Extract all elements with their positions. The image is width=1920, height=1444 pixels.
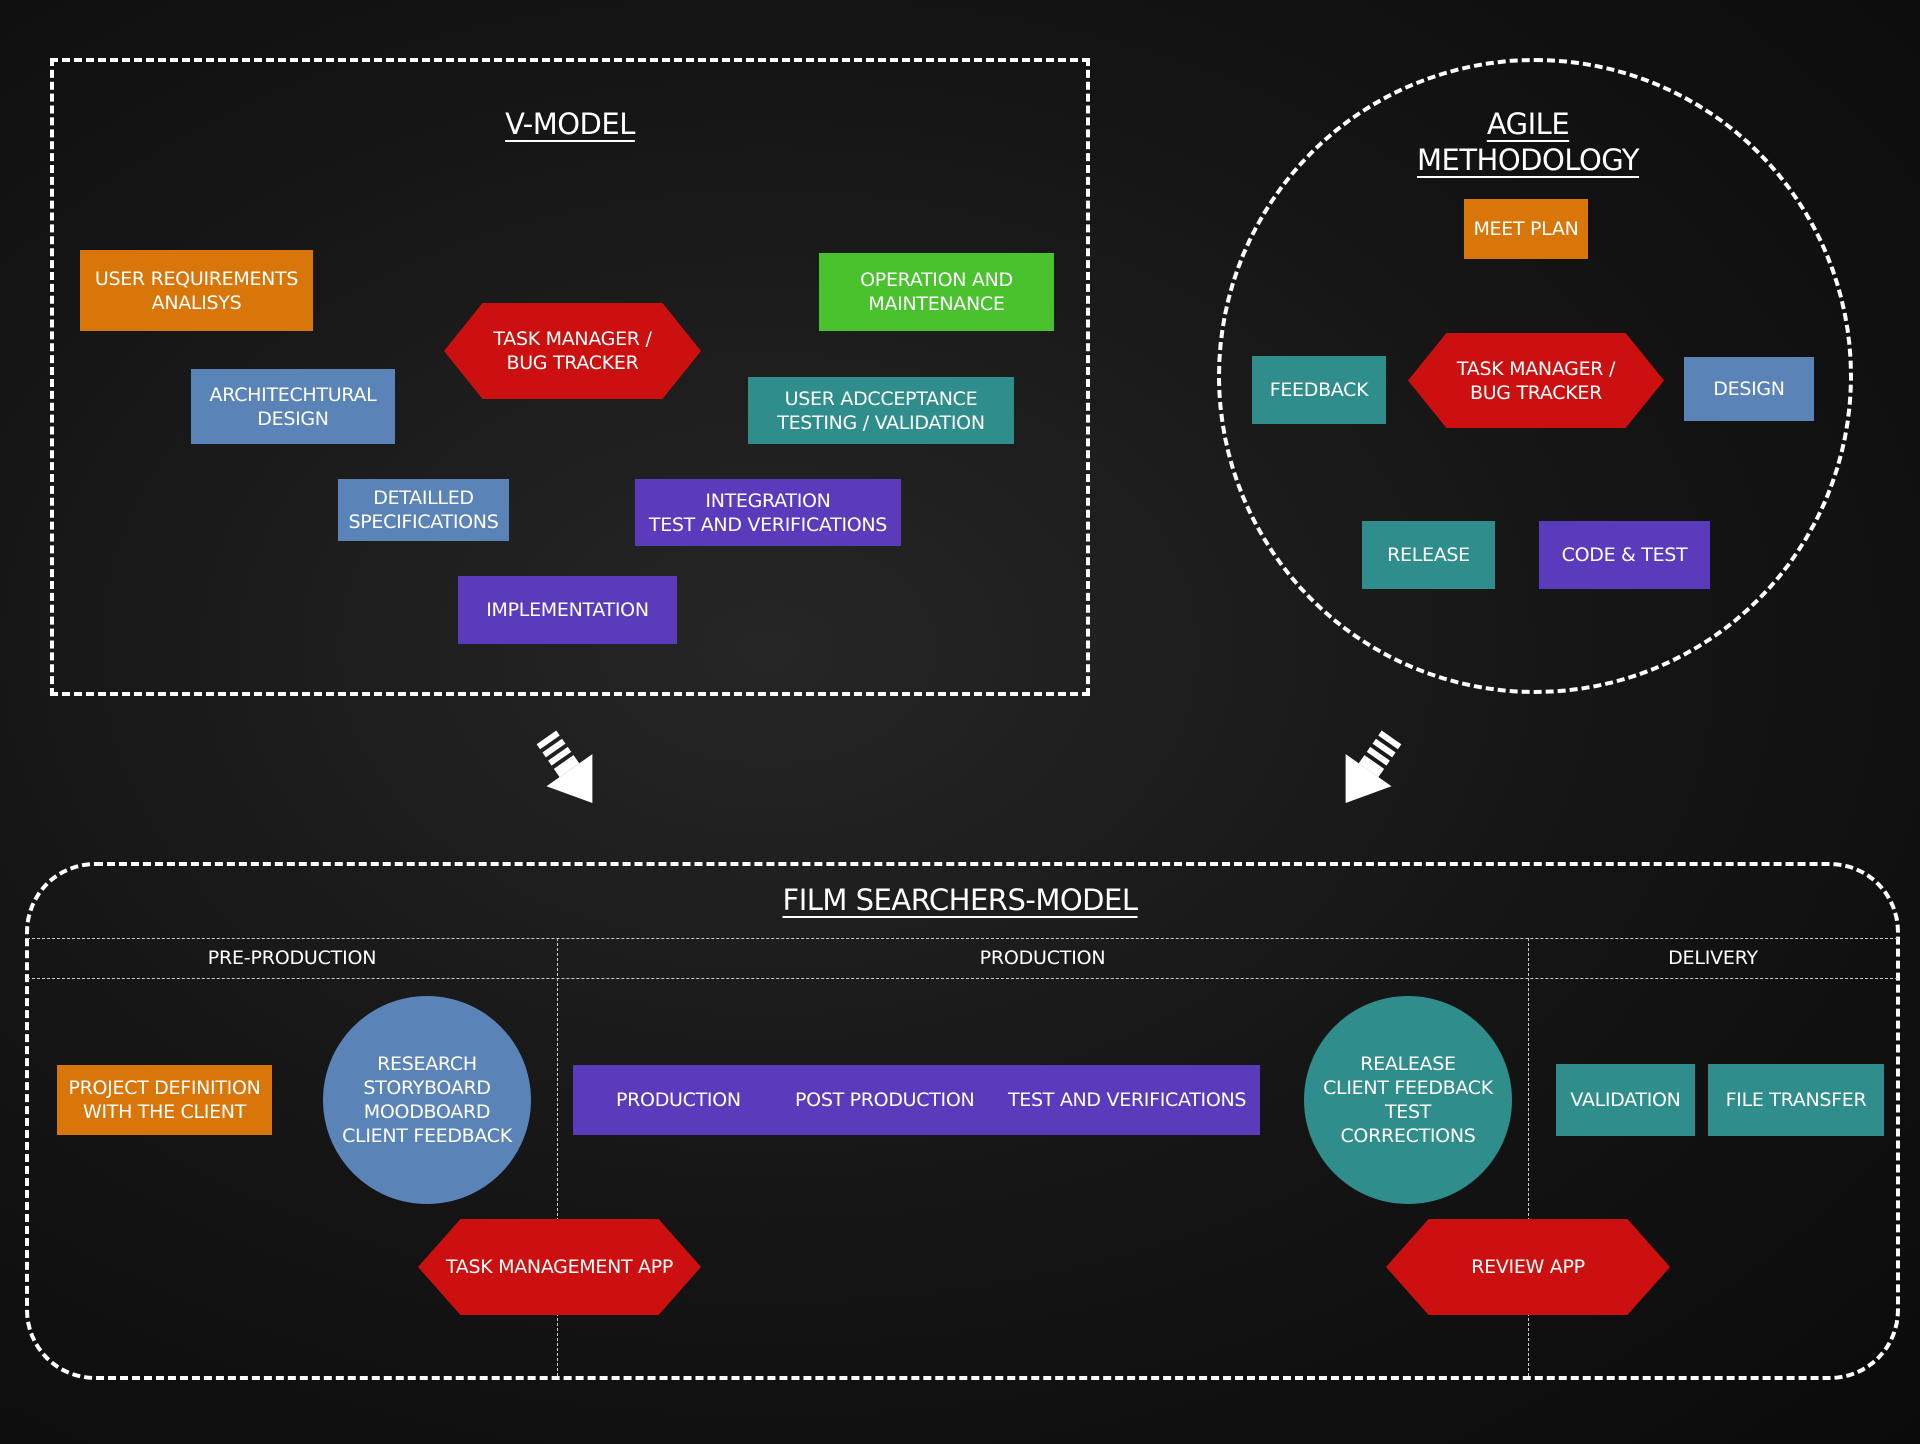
validation-box[interactable]: VALIDATION	[1556, 1064, 1695, 1136]
agile-task-manager-hexagon[interactable]: TASK MANAGER / BUG TRACKER	[1408, 333, 1664, 428]
agile-circle-frame	[1217, 58, 1853, 694]
meet-plan-box[interactable]: MEET PLAN	[1464, 199, 1588, 259]
film-model-frame	[25, 862, 1900, 1380]
film-model-title: FILM SEARCHERS-MODEL	[782, 883, 1138, 917]
review-app-hexagon[interactable]: REVIEW APP	[1386, 1219, 1670, 1315]
release-circle[interactable]: REALEASE CLIENT FEEDBACK TEST CORRECTION…	[1304, 996, 1512, 1204]
file-transfer-box[interactable]: FILE TRANSFER	[1708, 1064, 1884, 1136]
header-bottom-divider	[27, 978, 1898, 979]
column-delivery: DELIVERY	[1668, 947, 1758, 969]
column-divider-1	[557, 938, 558, 1376]
project-definition-box[interactable]: PROJECT DEFINITION WITH THE CLIENT	[57, 1065, 272, 1135]
operation-maintenance-box[interactable]: OPERATION AND MAINTENANCE	[819, 253, 1054, 331]
v-model-task-manager-hexagon[interactable]: TASK MANAGER / BUG TRACKER	[444, 303, 701, 399]
arrow-down-left-icon	[1345, 730, 1402, 803]
user-acceptance-box[interactable]: USER ADCCEPTANCE TESTING / VALIDATION	[748, 377, 1014, 444]
arrow-down-right-icon	[536, 730, 593, 803]
column-divider-2	[1528, 938, 1529, 1376]
column-pre-production: PRE-PRODUCTION	[207, 947, 377, 969]
header-top-divider	[27, 938, 1898, 939]
column-production: PRODUCTION	[979, 947, 1106, 969]
release-box[interactable]: RELEASE	[1362, 521, 1495, 589]
task-management-app-hexagon[interactable]: TASK MANAGEMENT APP	[418, 1219, 701, 1315]
production-strip[interactable]: PRODUCTION POST PRODUCTION TEST AND VERI…	[573, 1065, 1260, 1135]
user-requirements-box[interactable]: USER REQUIREMENTS ANALISYS	[80, 250, 313, 331]
strip-production-label: PRODUCTION	[616, 1089, 741, 1111]
research-circle[interactable]: RESEARCH STORYBOARD MOODBOARD CLIENT FEE…	[323, 996, 531, 1204]
agile-title: AGILE METHODOLOGY	[1416, 107, 1640, 177]
strip-post-production-label: POST PRODUCTION	[795, 1089, 975, 1111]
architectural-design-box[interactable]: ARCHITECHTURAL DESIGN	[191, 369, 395, 444]
feedback-box[interactable]: FEEDBACK	[1252, 356, 1386, 424]
design-box[interactable]: DESIGN	[1684, 357, 1814, 421]
integration-test-box[interactable]: INTEGRATION TEST AND VERIFICATIONS	[635, 479, 901, 546]
detailed-specifications-box[interactable]: DETAILLED SPECIFICATIONS	[338, 479, 509, 541]
v-model-title: V-MODEL	[505, 107, 635, 141]
v-model-frame	[50, 58, 1090, 696]
implementation-box[interactable]: IMPLEMENTATION	[458, 576, 677, 644]
strip-test-verifications-label: TEST AND VERIFICATIONS	[1008, 1089, 1247, 1111]
code-test-box[interactable]: CODE & TEST	[1539, 521, 1710, 589]
